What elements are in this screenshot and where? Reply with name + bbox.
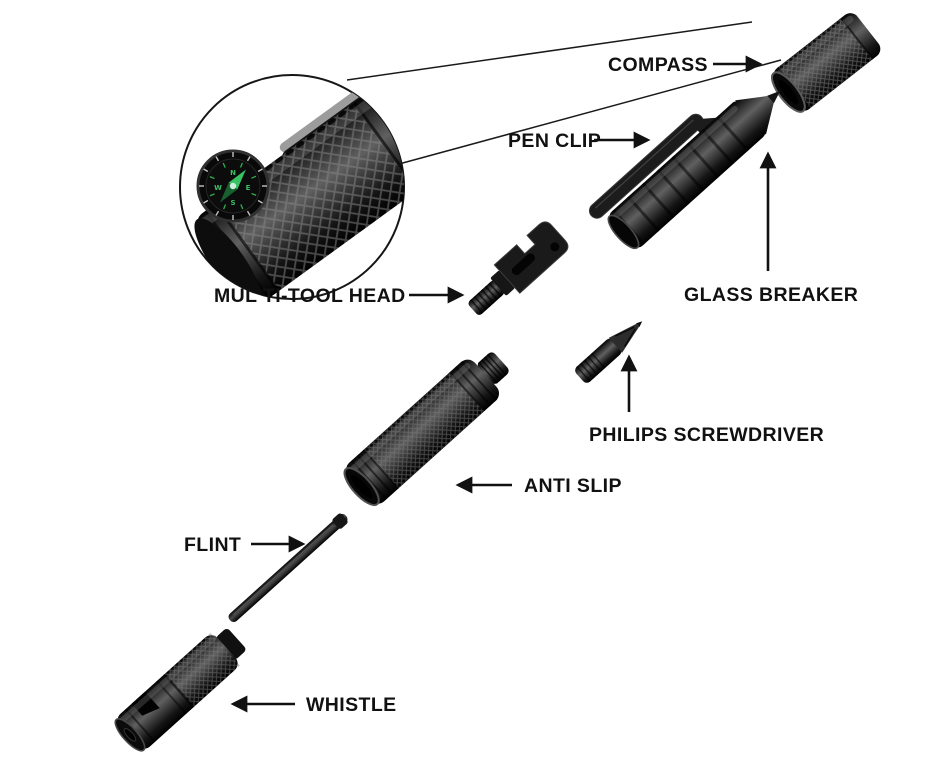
label-compass: COMPASS: [608, 54, 708, 76]
label-multi-tool-head: MUL TI-TOOL HEAD: [214, 285, 406, 307]
glass-breaker-cone: [735, 95, 775, 135]
philips-threads: [576, 352, 606, 383]
magnifier-inset: N E S W: [179, 74, 405, 300]
compass-bezel-ticks: [199, 152, 267, 220]
part-whistle-cap: [114, 628, 246, 752]
label-pen-clip: PEN CLIP: [508, 130, 601, 152]
label-arrows: [230, 55, 777, 713]
compass-face: N E S W: [196, 149, 270, 223]
label-philips-screwdriver: PHILIPS SCREWDRIVER: [589, 424, 824, 446]
label-glass-breaker: GLASS BREAKER: [684, 284, 858, 306]
compass-cardinal-w: W: [214, 184, 222, 192]
compass-cardinal-s: S: [230, 199, 235, 207]
compass-cardinal-n: N: [230, 169, 236, 177]
label-whistle: WHISTLE: [306, 694, 397, 716]
part-pen-body: [588, 90, 781, 250]
part-multi-tool-head: [468, 221, 569, 315]
label-anti-slip: ANTI SLIP: [524, 475, 622, 497]
multi-tool-threads: [469, 282, 502, 314]
barrel-neck-threads: [478, 353, 507, 384]
whistle-slot: [131, 691, 160, 716]
glass-breaker-tip: [767, 90, 781, 104]
pen-body-ridges: [612, 115, 750, 246]
part-compass-cap: [770, 13, 881, 113]
labels: COMPASS PEN CLIP GLASS BREAKER MUL TI-TO…: [184, 54, 858, 716]
compass-cardinal-e: E: [246, 184, 251, 192]
barrel-grooves: [350, 360, 498, 500]
compass-dial-ticks: [209, 162, 257, 210]
part-philips-bit: [575, 321, 643, 383]
pen-clip-arm: [588, 113, 721, 219]
compass-pivot: [229, 182, 237, 190]
magnifier-connector-lines: [346, 21, 782, 165]
part-anti-slip-barrel: [343, 352, 509, 507]
label-flint: FLINT: [184, 534, 241, 556]
part-flint-rod: [228, 513, 348, 623]
